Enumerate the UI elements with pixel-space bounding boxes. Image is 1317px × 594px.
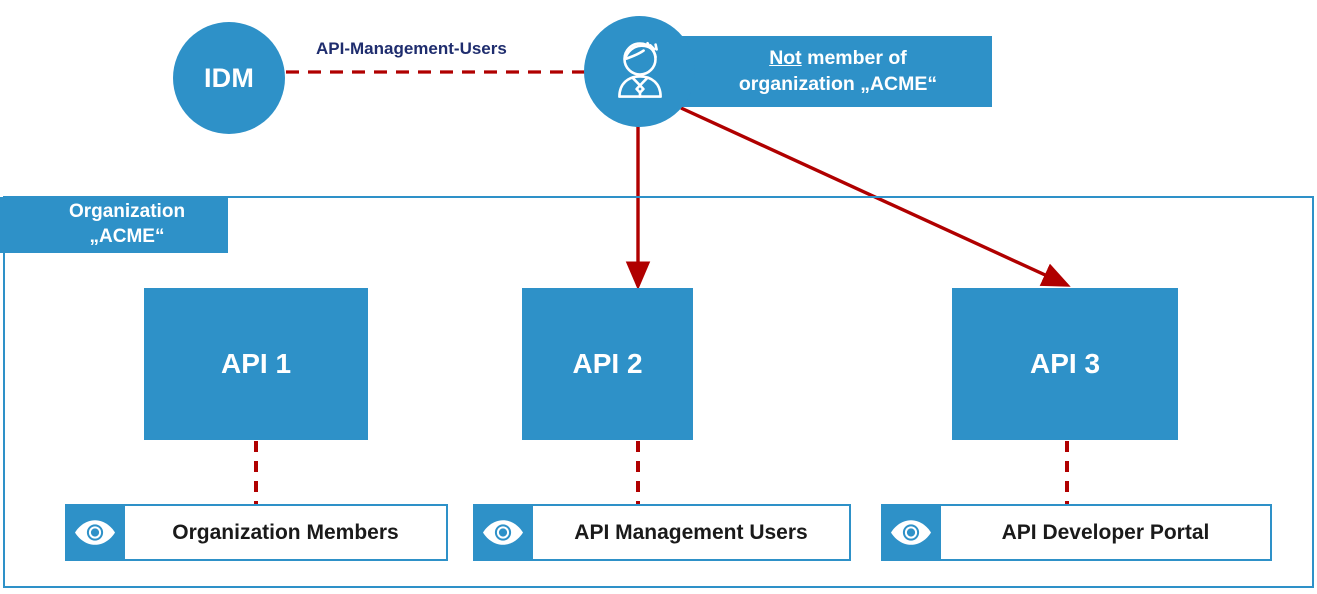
organization-tab-line1: Organization: [68, 201, 186, 223]
not-member-callout-text: Not member of organization „ACME“: [715, 46, 937, 97]
api-box-1-label: API 1: [220, 348, 292, 379]
organization-tab-line2: „ACME“: [89, 226, 165, 247]
visibility-row-2[interactable]: API Management Users: [473, 504, 851, 561]
organization-container: [3, 196, 1314, 588]
visibility-icon-cell-2: [473, 504, 533, 561]
person-icon: [617, 41, 662, 98]
organization-tab-text: Organization „ACME“: [43, 200, 185, 249]
eye-icon: [483, 520, 523, 545]
visibility-text-cell-1: Organization Members: [125, 504, 448, 561]
visibility-label-3: API Developer Portal: [1001, 520, 1210, 544]
visibility-row-3[interactable]: API Developer Portal: [881, 504, 1272, 561]
not-member-callout: Not member of organization „ACME“: [660, 36, 992, 107]
visibility-icon-cell-1: [65, 504, 125, 561]
visibility-icon-cell-3: [881, 504, 941, 561]
member-of-words: member of: [801, 46, 907, 69]
visibility-label-1: Organization Members: [172, 520, 399, 544]
visibility-text-cell-2: API Management Users: [533, 504, 851, 561]
api-box-3[interactable]: API 3: [952, 288, 1178, 440]
idm-link-label: API-Management-Users: [316, 39, 507, 58]
api-box-2-label: API 2: [572, 348, 643, 379]
eye-icon: [891, 520, 931, 545]
api-box-3-label: API 3: [1029, 348, 1101, 379]
not-word: Not: [769, 46, 802, 69]
api-box-2[interactable]: API 2: [522, 288, 693, 440]
organization-tab: Organization „ACME“: [0, 197, 228, 253]
user-node[interactable]: [584, 16, 695, 127]
visibility-label-2: API Management Users: [574, 520, 808, 544]
eye-icon: [75, 520, 115, 545]
idm-label: IDM: [203, 62, 255, 93]
idm-node[interactable]: IDM: [173, 22, 285, 134]
visibility-row-1[interactable]: Organization Members: [65, 504, 448, 561]
api-box-1[interactable]: API 1: [144, 288, 368, 440]
visibility-text-cell-3: API Developer Portal: [941, 504, 1272, 561]
organization-acme-words: organization „ACME“: [738, 72, 938, 95]
